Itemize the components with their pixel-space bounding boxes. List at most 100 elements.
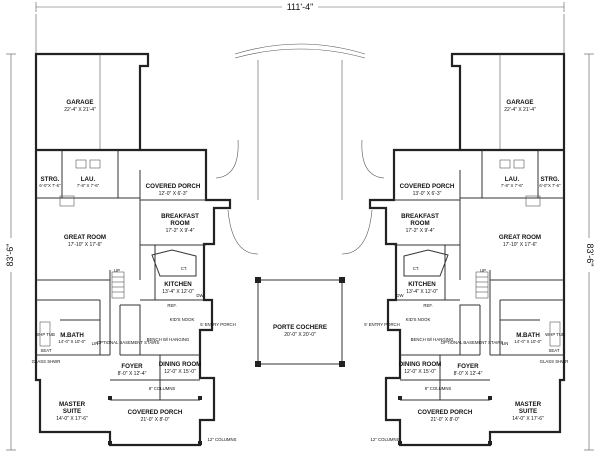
overall-width-dimension: 111'-4" — [35, 2, 565, 12]
left-great-room-size: 17'-10" X 17'-6" — [68, 242, 103, 248]
left-whp-tub-label: WHP TUB — [35, 332, 55, 337]
left-master-size: 14'-0" X 17'-6" — [56, 416, 88, 422]
left-great-room-label: GREAT ROOM — [64, 234, 106, 241]
right-porch-column — [488, 441, 492, 445]
overall-width-label: 111'-4" — [287, 2, 314, 12]
right-glass-shwr-label: GLASS SHWR — [540, 359, 569, 364]
left-m-bath-label: M.BATH — [60, 332, 84, 339]
right-ct-label: CT. — [413, 266, 419, 271]
right-porch-column — [398, 441, 402, 445]
right-covered-porch-bottom-size: 21'-0" X 8'-0" — [431, 417, 460, 423]
left-lau-label: LAU. — [81, 176, 96, 183]
right-foyer-size: 8'-0" X 12'-4" — [454, 371, 483, 377]
right-master-size: 14'-0" X 17'-6" — [512, 416, 544, 422]
left-stairs — [111, 271, 125, 299]
right-porch-column — [488, 396, 492, 400]
driveway — [215, 43, 385, 255]
right-breakfast-label-2: ROOM — [410, 220, 429, 227]
right-columns-12-label: 12" COLUMNS — [371, 437, 400, 442]
right-dining-label: DINING ROOM — [399, 361, 442, 368]
left-dining-label: DINING ROOM — [159, 361, 202, 368]
left-foyer-size: 8'-0" X 12'-4" — [118, 371, 147, 377]
right-m-bath-size: 14'-0" X 10'-0" — [514, 339, 542, 344]
left-columns-8-label: 8" COLUMNS — [149, 386, 176, 391]
right-great-room-label: GREAT ROOM — [499, 234, 541, 241]
left-seat-label: SEAT — [41, 348, 52, 353]
left-dw-label: DW — [196, 293, 204, 298]
left-master-label: MASTER — [59, 401, 86, 408]
right-master-label-2: SUITE — [519, 408, 537, 415]
left-up-label: UP — [114, 268, 120, 273]
right-master-label: MASTER — [515, 401, 542, 408]
right-garage-size: 22'-4" X 21'-4" — [504, 107, 536, 113]
left-strg-label: STRG. — [41, 176, 60, 183]
left-bench-label: BENCH W/ HANGING — [147, 337, 190, 342]
left-entry-porch-label: 5' ENTRY PORCH — [200, 322, 236, 327]
right-seat-label: SEAT — [549, 348, 560, 353]
right-kitchen-label: KITCHEN — [408, 281, 436, 288]
right-optional-basement-label: OPTIONAL BASEMENT STAIRS — [441, 340, 504, 345]
right-lau-label: LAU. — [505, 176, 520, 183]
left-covered-porch-top-size: 12'-0" X 6'-3" — [159, 191, 188, 197]
right-ref-label: REF. — [423, 303, 432, 308]
left-depth-label: 83'-6" — [5, 244, 15, 267]
right-depth-dimension: 83'-6" — [582, 53, 596, 451]
left-porch-column — [108, 441, 112, 445]
right-foyer-label: FOYER — [457, 363, 479, 370]
left-porch-column — [198, 441, 202, 445]
left-kitchen-label: KITCHEN — [164, 281, 192, 288]
left-lau-size: 7'-8" X 7'-6" — [77, 183, 100, 188]
right-lau-size: 7'-8" X 7'-6" — [501, 183, 524, 188]
right-breakfast-size: 17'-2" X 9'-4" — [406, 228, 435, 234]
left-strg-size: 6'-0"X 7'-6" — [39, 183, 61, 188]
right-covered-porch-top-size: 13'-0" X 6'-3" — [413, 191, 442, 197]
right-bench-label: BENCH W/ HANGING — [411, 337, 454, 342]
left-dining-size: 12'-0" X 15'-0" — [164, 369, 196, 375]
left-unit: GARAGE 22'-4" X 21'-4" STRG. 6'-0"X 7'-6… — [32, 52, 237, 447]
left-depth-dimension: 83'-6" — [4, 53, 18, 451]
left-garage-size: 22'-4" X 21'-4" — [64, 107, 96, 113]
left-lin-label: LIN — [92, 341, 99, 346]
left-breakfast-label-2: ROOM — [170, 220, 189, 227]
left-kitchen-size: 13'-4" X 12'-0" — [162, 289, 194, 295]
right-covered-porch-top-label: COVERED PORCH — [400, 183, 455, 190]
right-columns-8-label: 8" COLUMNS — [425, 386, 452, 391]
right-garage-label: GARAGE — [506, 99, 533, 106]
porte-cochere-post — [255, 361, 261, 367]
left-ct-label: CT. — [181, 266, 187, 271]
right-covered-porch-bottom-label: COVERED PORCH — [418, 409, 473, 416]
left-glass-shwr-label: GLASS SHWR — [32, 359, 61, 364]
porte-cochere-post — [339, 277, 345, 283]
left-covered-porch-top-label: COVERED PORCH — [146, 183, 201, 190]
right-breakfast-label: BREAKFAST — [401, 213, 439, 220]
right-whp-tub-label: WHP TUB — [545, 332, 565, 337]
porte-cochere-label: PORTE COCHERE — [273, 324, 327, 331]
left-optional-basement-label: OPTIONAL BASEMENT STAIRS — [97, 340, 160, 345]
right-strg-label: STRG. — [541, 176, 560, 183]
left-porch-column — [198, 396, 202, 400]
right-entry-porch-label: 5' ENTRY PORCH — [364, 322, 400, 327]
left-master-label-2: SUITE — [63, 408, 81, 415]
porte-cochere-post — [255, 277, 261, 283]
porte-cochere-post — [339, 361, 345, 367]
right-m-bath-label: M.BATH — [516, 332, 540, 339]
right-dw-label: DW — [396, 293, 404, 298]
left-porch-column — [108, 396, 112, 400]
left-breakfast-size: 17'-2" X 9'-4" — [166, 228, 195, 234]
left-covered-porch-bottom-size: 21'-0" X 8'-0" — [141, 417, 170, 423]
left-ref-label: REF. — [167, 303, 176, 308]
right-depth-label: 83'-6" — [585, 244, 595, 267]
right-kitchen-size: 13'-4" X 12'-0" — [406, 289, 438, 295]
left-m-bath-size: 14'-0" X 10'-0" — [58, 339, 86, 344]
right-up-label: UP — [480, 268, 486, 273]
right-strg-size: 6'-0"X 7'-6" — [539, 183, 561, 188]
right-stairs — [475, 271, 489, 299]
porte-cochere-size: 20'-0" X 20'-0" — [284, 332, 316, 338]
left-foyer-label: FOYER — [121, 363, 143, 370]
porte-cochere: PORTE COCHERE 20'-0" X 20'-0" — [255, 277, 345, 367]
right-kids-nook-label: KID'S NOOK — [406, 317, 431, 322]
right-porch-column — [398, 396, 402, 400]
right-unit: GARAGE 22'-4" X 21'-4" STRG. 6'-0"X 7'-6… — [364, 52, 569, 447]
left-breakfast-label: BREAKFAST — [161, 213, 199, 220]
